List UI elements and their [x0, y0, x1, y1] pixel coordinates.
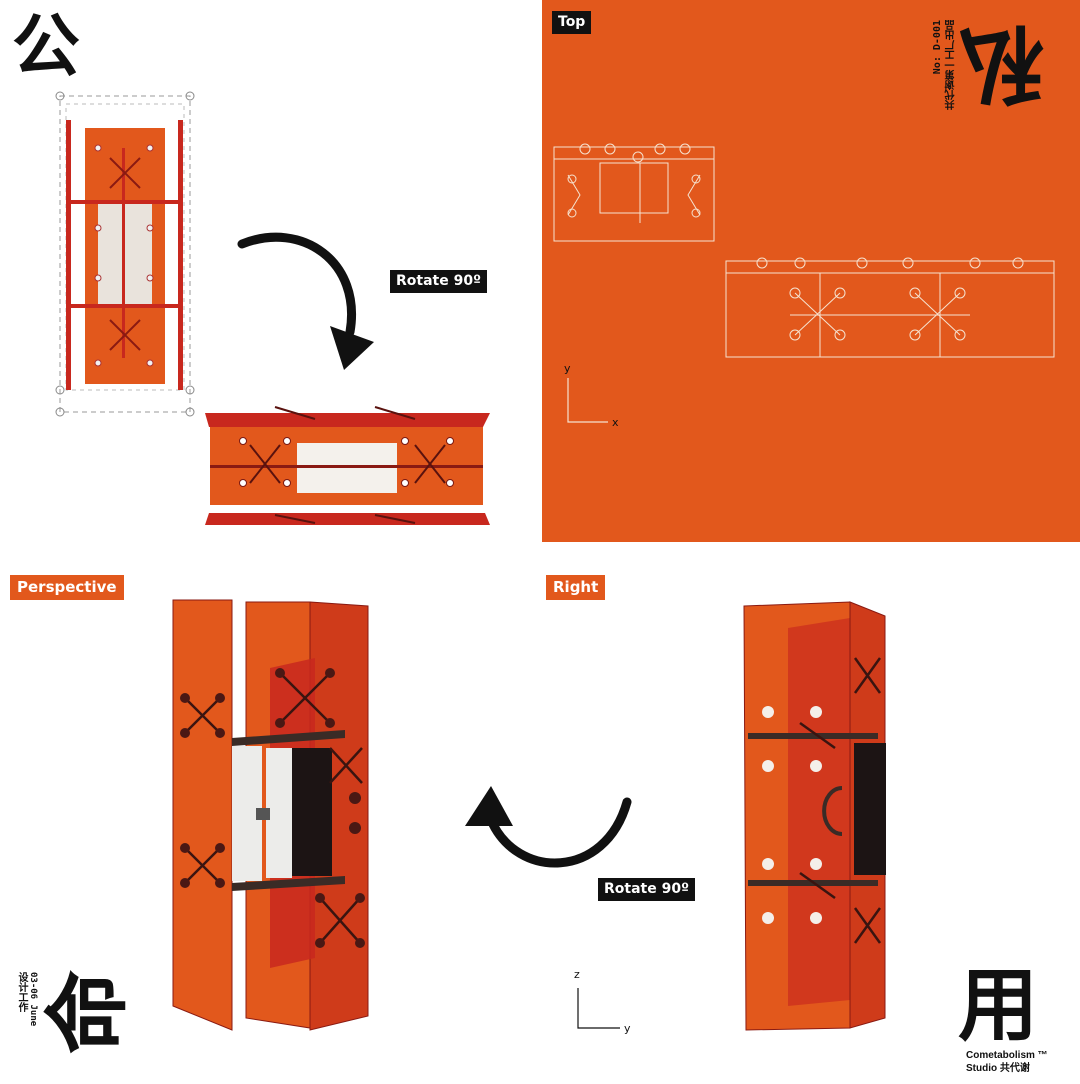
glyph-yong: 用: [958, 959, 1038, 1052]
rotate-arrow-left-icon: [465, 786, 632, 868]
glyph-gong: 公: [12, 8, 81, 87]
credit-line-2: Studio 共代谢: [966, 1062, 1030, 1074]
credit-line-1: Cometabolism ™: [966, 1050, 1048, 1061]
view-label-right: Right: [546, 575, 606, 600]
axis-indicator-top: [567, 378, 608, 423]
glyph-ming: 命: [39, 969, 138, 1055]
studio-credit: Cometabolism ™ Studio 共代谢: [966, 1050, 1048, 1075]
vertical-caption-number: No: D-001: [932, 20, 943, 75]
vertical-caption-design: 设计工作: [16, 972, 27, 1012]
axis-indicator-right: [577, 988, 620, 1029]
rotate-arrow-icon: [237, 232, 374, 370]
plan-view-vertical: [55, 91, 195, 417]
view-label-perspective: Perspective: [10, 575, 124, 600]
plan-view-horizontal: [205, 406, 490, 525]
vertical-caption-date: 03-06 June: [28, 972, 38, 1027]
glyph-si: 私: [958, 13, 1044, 113]
perspective-view: [172, 599, 369, 1031]
axis-label-z-right: z: [574, 968, 580, 981]
axis-label-y-right: y: [624, 1022, 631, 1035]
top-view-wireframe: [553, 143, 1055, 358]
vertical-caption-factory: 共代谢第一工厂出品: [946, 20, 957, 110]
rotate-label-lower: Rotate 90º: [598, 878, 695, 901]
view-label-top: Top: [552, 11, 592, 34]
axis-label-y-top: y: [564, 362, 571, 375]
rotate-label-upper: Rotate 90º: [390, 270, 487, 293]
right-view: [743, 601, 886, 1031]
top-view-panel: [542, 0, 1080, 542]
axis-label-x-top: x: [612, 416, 619, 429]
